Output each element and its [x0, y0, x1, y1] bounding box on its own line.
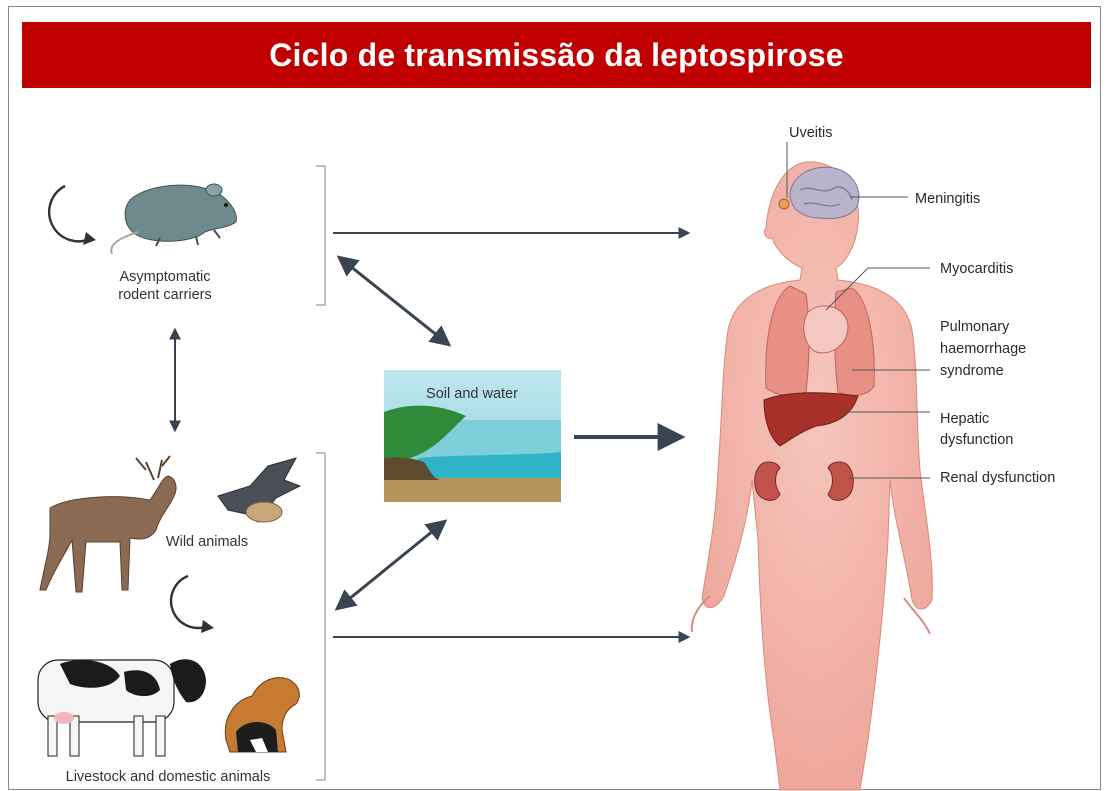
outcome-myocarditis: Myocarditis — [940, 261, 1013, 277]
human-figure — [690, 161, 933, 791]
outcome-uveitis: Uveitis — [789, 125, 833, 141]
bat-icon — [217, 457, 302, 523]
cow-icon — [37, 659, 206, 757]
outcome-pulmonary-line1: Pulmonary — [940, 319, 1010, 335]
outcome-meningitis: Meningitis — [915, 191, 980, 207]
brain-icon — [789, 166, 860, 219]
rodent-cycle-icon — [48, 184, 93, 243]
rodent-carriers-group: Asymptomatic rodent carriers — [48, 165, 326, 306]
outcome-leaders — [786, 142, 930, 479]
livestock-label: Livestock and domestic animals — [66, 769, 271, 785]
eye-icon — [778, 198, 790, 210]
rat-icon — [110, 183, 237, 255]
rodent-bracket — [316, 165, 326, 306]
kidney-left-icon — [754, 461, 781, 501]
rodent-label-line2: rodent carriers — [118, 287, 211, 303]
outcome-pulmonary-line2: haemorrhage — [940, 341, 1026, 357]
livestock-group: Livestock and domestic animals — [37, 452, 326, 785]
livestock-cycle-icon — [169, 574, 209, 630]
outcome-renal: Renal dysfunction — [940, 470, 1055, 486]
outcome-hepatic-line1: Hepatic — [940, 411, 989, 427]
rodent-label-line1: Asymptomatic — [119, 269, 210, 285]
soil-water-label: Soil and water — [426, 386, 518, 402]
deer-icon — [39, 455, 177, 593]
rodent-environment-arrow — [336, 255, 452, 347]
title-banner: Ciclo de transmissão da leptospirose — [22, 22, 1091, 88]
animals-bracket — [316, 452, 326, 781]
heart-icon — [803, 305, 849, 354]
wild-animals-label: Wild animals — [166, 534, 248, 550]
wild-animals-group: Wild animals — [39, 455, 302, 593]
outcome-pulmonary-line3: syndrome — [940, 363, 1004, 379]
liver-icon — [763, 392, 859, 447]
dog-icon — [224, 677, 300, 753]
animals-environment-arrow — [334, 519, 448, 611]
soil-and-water-panel: Soil and water — [384, 370, 561, 502]
outcome-hepatic-line2: dysfunction — [940, 432, 1013, 448]
slide-title: Ciclo de transmissão da leptospirose — [269, 36, 844, 73]
